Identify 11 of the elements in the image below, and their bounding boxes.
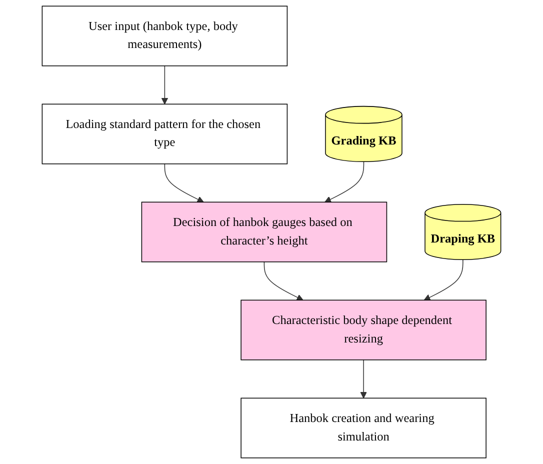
- node-box: Characteristic body shape dependent resizing: [240, 300, 486, 360]
- arrow: [264, 261, 304, 300]
- node-box: Hanbok creation and wearing simulation: [240, 398, 486, 458]
- arrow: [164, 163, 204, 202]
- node-box: User input (hanbok type, body measurements): [42, 6, 288, 66]
- arrow: [424, 259, 464, 300]
- arrow: [324, 161, 364, 202]
- node-box: Decision of hanbok gauges based on character’s height: [141, 202, 388, 262]
- arrow: [360, 359, 367, 398]
- node-box: Loading standard pattern for the chosen type: [42, 104, 288, 164]
- arrow: [161, 65, 168, 104]
